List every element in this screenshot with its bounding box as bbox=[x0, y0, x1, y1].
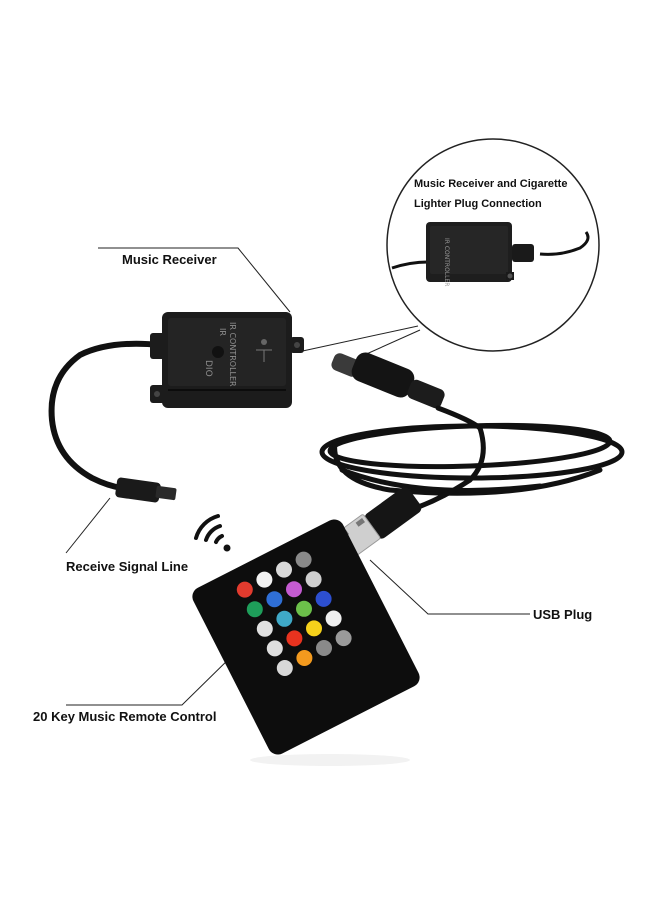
remote-key bbox=[296, 600, 312, 617]
signal-connector bbox=[115, 477, 177, 503]
inset-cable-left bbox=[391, 260, 429, 270]
remote-key bbox=[335, 630, 352, 647]
leader-lines bbox=[65, 247, 530, 706]
remote-key bbox=[315, 590, 332, 607]
remote-key bbox=[266, 591, 283, 608]
receiver-text-brand: DIO bbox=[203, 360, 213, 377]
remote-key bbox=[316, 640, 332, 656]
remote-key bbox=[286, 581, 302, 598]
remote-key bbox=[325, 610, 342, 627]
remote-key bbox=[296, 650, 313, 666]
label-music-receiver: Music Receiver bbox=[122, 252, 217, 267]
remote-key bbox=[276, 610, 293, 627]
music-receiver-device bbox=[150, 312, 304, 408]
dc-jack-plug bbox=[331, 352, 445, 409]
svg-text:IR CONTROLLER: IR CONTROLLER bbox=[443, 238, 450, 286]
remote-key bbox=[276, 660, 293, 676]
label-receive-signal-line: Receive Signal Line bbox=[66, 559, 189, 574]
remote-key bbox=[246, 601, 263, 618]
remote-control bbox=[192, 519, 420, 755]
remote-key bbox=[295, 551, 312, 568]
receiver-cable bbox=[48, 340, 163, 491]
receiver-text-controller: IR CONTROLLER bbox=[228, 322, 237, 387]
receiver-text-model: IR bbox=[218, 328, 227, 336]
remote-key bbox=[305, 571, 322, 588]
inset-label-line2: Lighter Plug Connection bbox=[414, 198, 542, 210]
inset-detail: IR CONTROLLER bbox=[386, 138, 600, 352]
remote-key bbox=[266, 640, 283, 657]
remote-key bbox=[306, 620, 322, 637]
remote-key bbox=[286, 630, 303, 647]
inset-label-line1: Music Receiver and Cigarette bbox=[414, 178, 568, 190]
remote-key bbox=[236, 581, 253, 598]
inset-cable-right bbox=[539, 231, 590, 256]
remote-key bbox=[276, 561, 292, 578]
remote-keys bbox=[236, 551, 352, 676]
usb-cable-coil bbox=[319, 405, 625, 513]
label-remote-control: 20 Key Music Remote Control bbox=[33, 709, 217, 724]
remote-key bbox=[256, 620, 273, 637]
wireless-signal-icon bbox=[194, 514, 231, 552]
remote-key bbox=[256, 571, 273, 588]
label-usb-plug: USB Plug bbox=[533, 607, 593, 622]
